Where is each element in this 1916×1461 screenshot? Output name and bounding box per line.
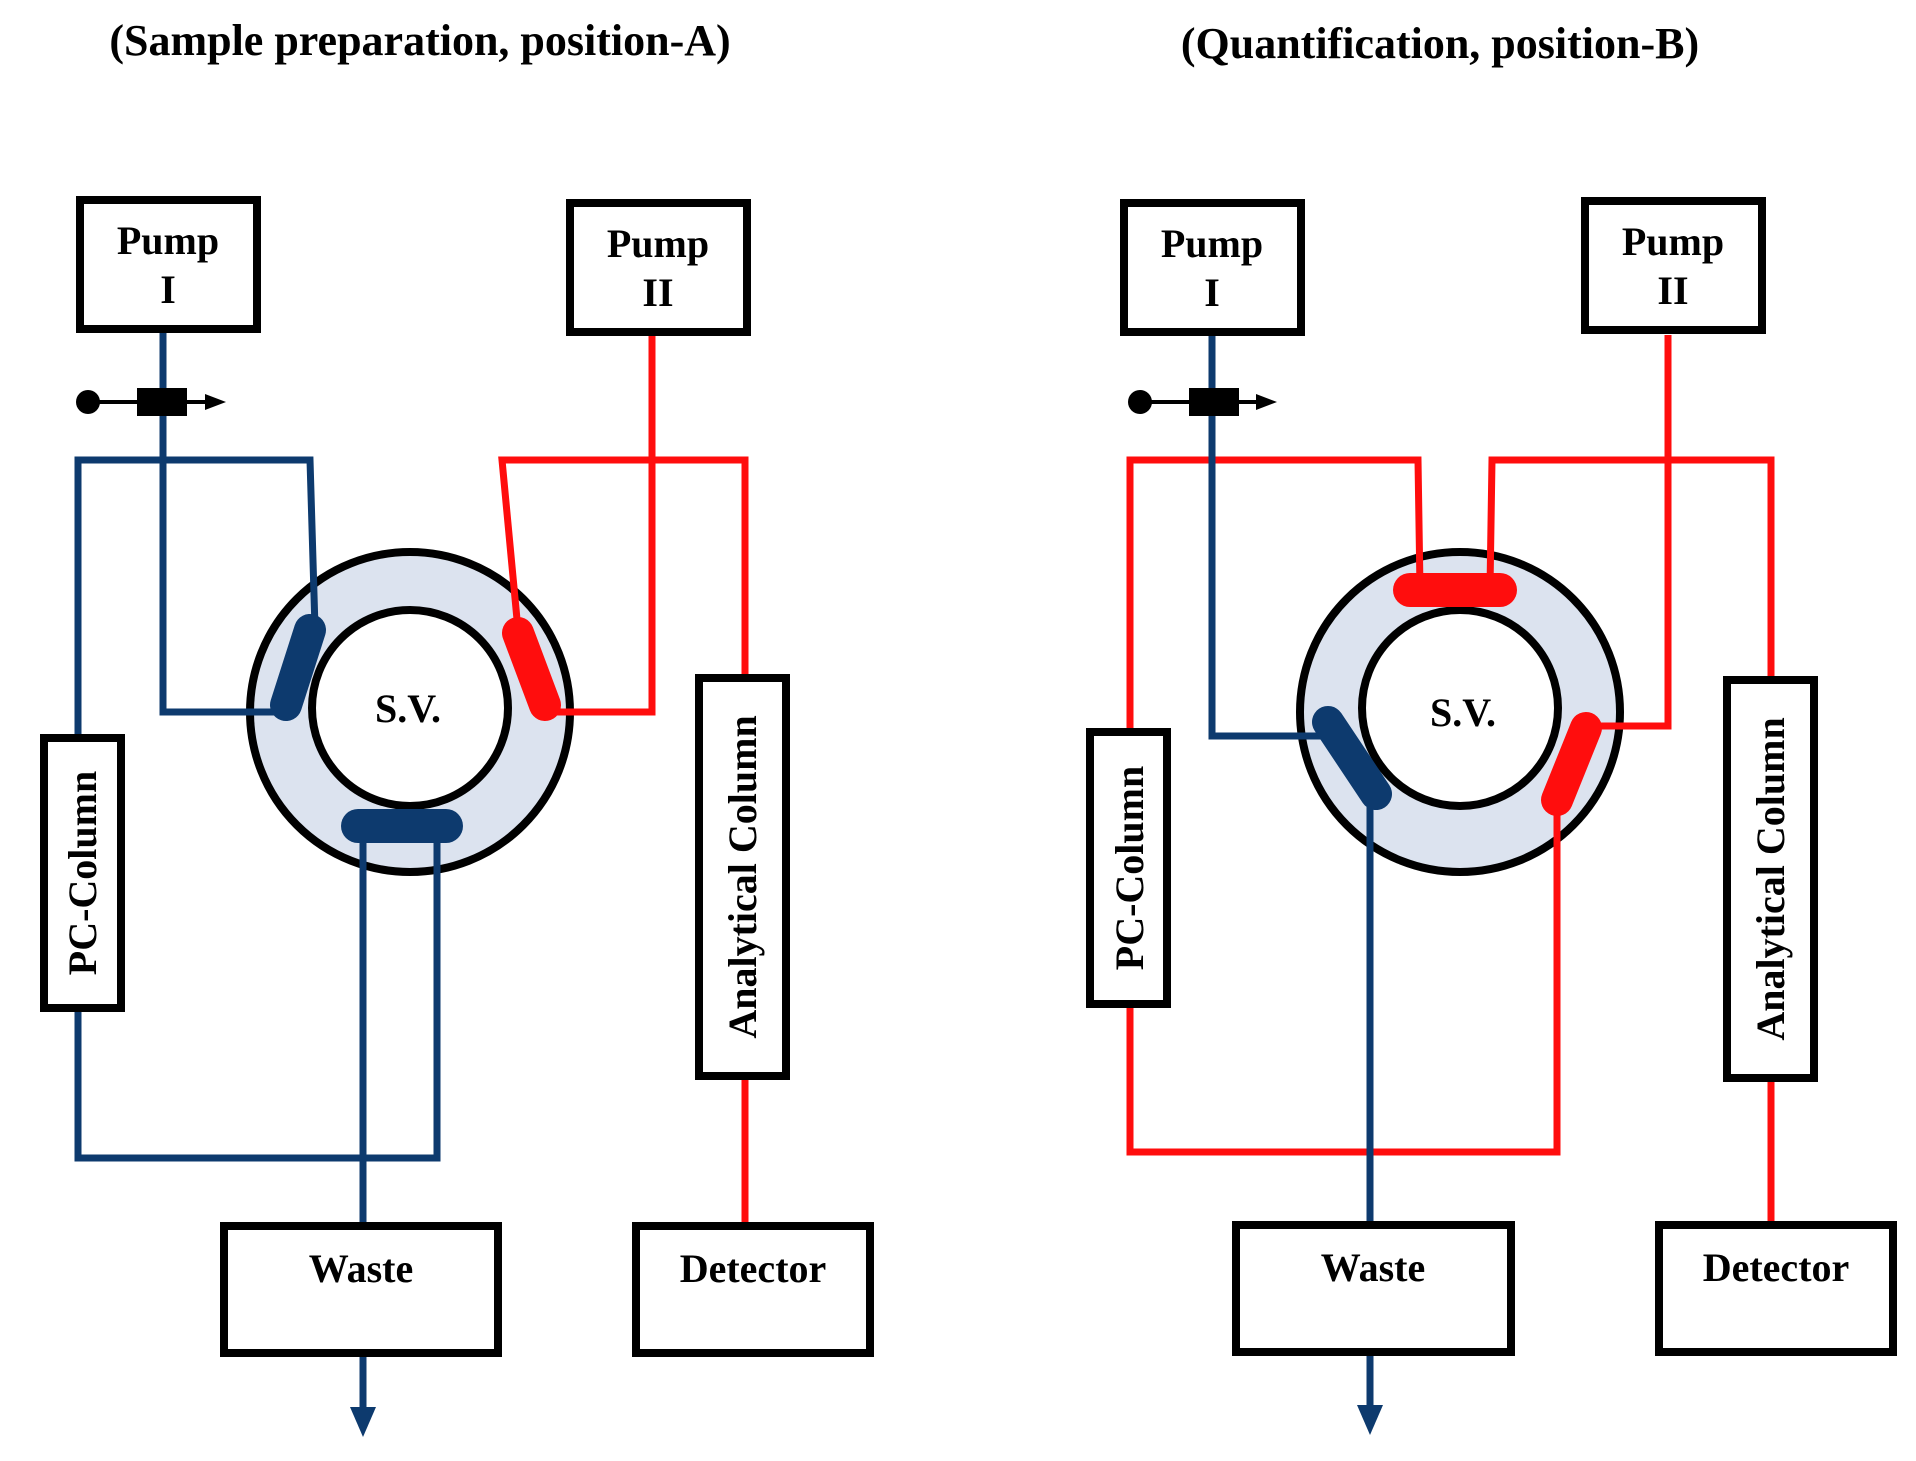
analytical-column-b: Analytical Column: [1723, 676, 1818, 1082]
pump-2-b: Pump II: [1581, 197, 1766, 334]
detector-box-a: Detector: [632, 1222, 874, 1357]
pump-1-b: Pump I: [1120, 199, 1305, 336]
pump-1-a: Pump I: [76, 196, 261, 333]
detector-box-b: Detector: [1655, 1221, 1897, 1356]
svg-text:Waste: Waste: [1321, 1245, 1425, 1290]
waste-outlet-arrow-b: [1357, 1405, 1383, 1435]
svg-text:PC-Column: PC-Column: [1107, 766, 1152, 970]
valve-label-b: S.V.: [1430, 690, 1496, 735]
red-flow-path-a: [498, 335, 749, 1225]
svg-text:Pump: Pump: [1161, 221, 1263, 266]
svg-text:II: II: [642, 270, 673, 315]
panel-a: (Sample preparation, position-A) S.V.: [40, 16, 874, 1437]
svg-text:Pump: Pump: [607, 221, 709, 266]
svg-text:Waste: Waste: [309, 1246, 413, 1291]
panel-a-title: (Sample preparation, position-A): [109, 16, 730, 65]
waste-outlet-arrow-a: [350, 1407, 376, 1437]
panel-b-title: (Quantification, position-B): [1181, 19, 1699, 68]
svg-text:I: I: [160, 267, 176, 312]
waste-box-b: Waste: [1232, 1221, 1515, 1356]
analytical-column-a: Analytical Column: [695, 674, 790, 1080]
pc-column-b: PC-Column: [1086, 728, 1171, 1008]
svg-text:Detector: Detector: [680, 1246, 827, 1291]
pump-2-a: Pump II: [566, 199, 751, 336]
switching-valve-a: S.V.: [246, 548, 574, 876]
svg-text:II: II: [1657, 268, 1688, 313]
svg-text:Pump: Pump: [117, 218, 219, 263]
injector-a: [76, 388, 226, 416]
svg-text:I: I: [1204, 270, 1220, 315]
svg-text:Detector: Detector: [1703, 1245, 1850, 1290]
valve-label-a: S.V.: [375, 686, 441, 731]
waste-box-a: Waste: [220, 1222, 502, 1357]
injector-b: [1128, 388, 1277, 416]
svg-text:Analytical Column: Analytical Column: [1748, 717, 1793, 1040]
svg-text:Pump: Pump: [1622, 219, 1724, 264]
blue-flow-path-b: [1128, 331, 1392, 1435]
svg-text:Analytical Column: Analytical Column: [720, 715, 765, 1038]
pc-column-a: PC-Column: [40, 734, 125, 1012]
panel-b: (Quantification, position-B) S.V.: [1086, 19, 1897, 1435]
red-flow-path-b: [1126, 335, 1775, 1225]
svg-text:PC-Column: PC-Column: [60, 771, 105, 975]
